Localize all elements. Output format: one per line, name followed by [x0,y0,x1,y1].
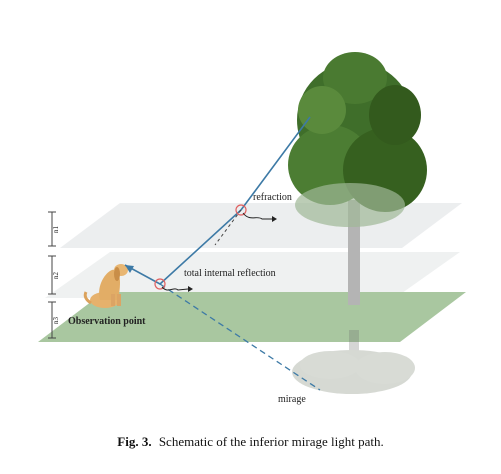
layer-label-1: n1 [52,226,60,234]
refraction-label: refraction [253,192,292,203]
mirage-sight-line [159,283,321,391]
layer-label-3: n3 [52,317,60,325]
total-internal-reflection-label: total internal reflection [184,268,276,279]
tree-icon [288,52,427,305]
caption-text: Schematic of the inferior mirage light p… [158,434,384,449]
figure-number: Fig. 3. [117,434,152,449]
tree-reflection [292,330,415,394]
reflection-point-marker [154,278,193,292]
mirage-label: mirage [278,394,306,405]
observation-point-label: Observation point [68,316,146,327]
layer-brackets [48,211,56,339]
layer-label-2: n2 [52,272,60,280]
refraction-point-marker [235,204,277,222]
figure-caption: Fig. 3. Schematic of the inferior mirage… [0,434,501,450]
light-path [124,116,311,285]
dog-icon [83,264,128,308]
refraction-dashed-extension [214,209,242,246]
light-path-arrowhead [125,265,134,273]
